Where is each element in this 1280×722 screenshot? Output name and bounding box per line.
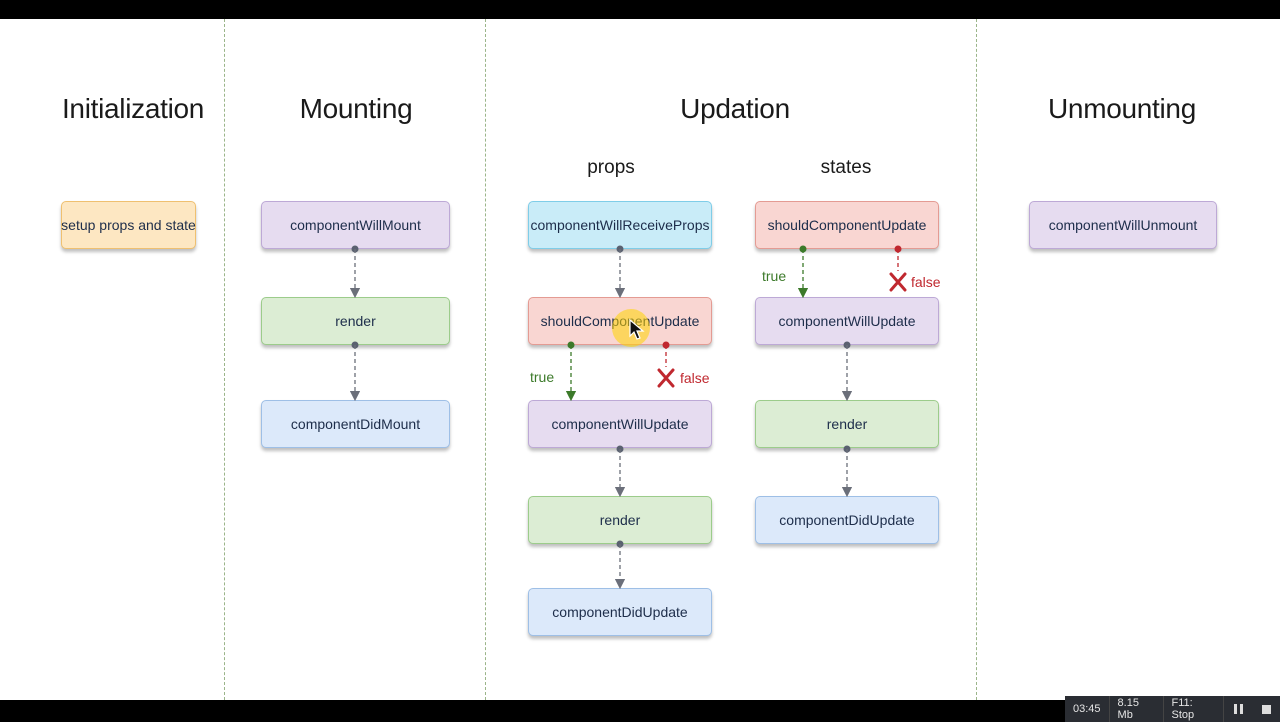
edge-mount-render-to-did	[349, 341, 361, 402]
mouse-cursor-icon	[629, 319, 645, 340]
recorder-status-bar: 03:45 8.15 Mb F11: Stop	[1065, 696, 1280, 722]
pause-button[interactable]	[1224, 696, 1252, 722]
edge-props-will-to-render	[614, 445, 626, 498]
edge-label-states-true: true	[762, 268, 787, 284]
node-states-component-did-update: componentDidUpdate	[755, 496, 939, 544]
node-states-render: render	[755, 400, 939, 448]
edge-props-should-true	[565, 341, 577, 402]
node-states-should-component-update: shouldComponentUpdate	[755, 201, 939, 249]
edge-props-render-to-did	[614, 540, 626, 590]
node-props-render: render	[528, 496, 712, 544]
recorder-time: 03:45	[1065, 696, 1110, 722]
divider-update-unmount	[976, 19, 977, 700]
node-mount-component-did-mount: componentDidMount	[261, 400, 450, 448]
edge-mount-will-to-render	[349, 245, 361, 299]
edge-states-render-to-did	[841, 445, 853, 498]
node-props-component-will-receive-props: componentWillReceiveProps	[528, 201, 712, 249]
phase-title-updation: Updation	[680, 93, 790, 124]
edge-states-should-false	[889, 245, 907, 292]
edge-label-props-false: false	[680, 370, 710, 386]
node-component-will-unmount: componentWillUnmount	[1029, 201, 1217, 249]
divider-mount-update	[485, 19, 486, 700]
edge-props-should-false	[657, 341, 675, 388]
edge-label-states-false: false	[911, 274, 941, 290]
node-mount-component-will-mount: componentWillMount	[261, 201, 450, 249]
node-setup-props-and-state: setup props and state	[61, 201, 196, 249]
phase-title-unmounting: Unmounting	[1048, 93, 1196, 124]
lifecycle-diagram: Initialization Mounting Updation Unmount…	[0, 19, 1280, 722]
recorder-size: 8.15 Mb	[1110, 696, 1164, 722]
edge-label-props-true: true	[530, 369, 555, 385]
group-title-states: states	[820, 157, 872, 178]
edge-props-receive-to-should	[614, 245, 626, 299]
phase-title-initialization: Initialization	[61, 93, 205, 124]
edge-states-will-to-render	[841, 341, 853, 402]
cross-icon	[657, 368, 675, 388]
node-mount-render: render	[261, 297, 450, 345]
node-states-component-will-update: componentWillUpdate	[755, 297, 939, 345]
divider-init-mount	[224, 19, 225, 700]
group-title-props: props	[587, 157, 635, 178]
phase-title-mounting: Mounting	[299, 93, 413, 124]
pause-icon	[1233, 704, 1243, 714]
node-props-component-will-update: componentWillUpdate	[528, 400, 712, 448]
stop-icon	[1261, 704, 1271, 714]
recorder-stop-hint: F11: Stop	[1164, 696, 1225, 722]
node-props-component-did-update: componentDidUpdate	[528, 588, 712, 636]
edge-states-should-true	[797, 245, 809, 299]
stop-button[interactable]	[1252, 696, 1280, 722]
cross-icon	[889, 272, 907, 292]
